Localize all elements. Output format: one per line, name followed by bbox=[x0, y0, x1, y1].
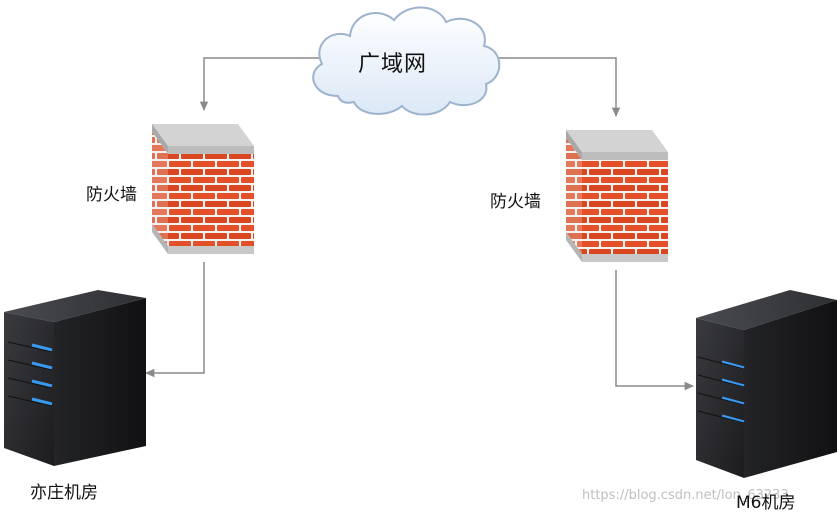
wan-cloud-icon bbox=[312, 6, 501, 116]
server-led-indicators bbox=[697, 356, 745, 424]
left-firewall-label: 防火墙 bbox=[86, 185, 137, 205]
connector-right-firewall-to-datacenter bbox=[615, 270, 695, 391]
left-datacenter-server-icon bbox=[4, 290, 146, 466]
right-firewall-label: 防火墙 bbox=[490, 192, 541, 212]
left-firewall-icon bbox=[152, 124, 254, 254]
connector-wan-to-left-firewall bbox=[199, 57, 322, 112]
left-datacenter-label: 亦庄机房 bbox=[30, 483, 98, 503]
wan-label: 广域网 bbox=[358, 52, 428, 77]
watermark-text: https://blog.csdn.net/lon_63233 bbox=[582, 488, 789, 503]
right-firewall-icon bbox=[566, 130, 668, 262]
right-datacenter-label: M6机房 bbox=[736, 493, 796, 513]
server-led-indicators bbox=[7, 341, 53, 407]
connector-left-firewall-to-datacenter bbox=[144, 262, 205, 378]
connector-wan-to-right-firewall bbox=[486, 57, 621, 118]
right-datacenter-server-icon bbox=[696, 290, 837, 478]
